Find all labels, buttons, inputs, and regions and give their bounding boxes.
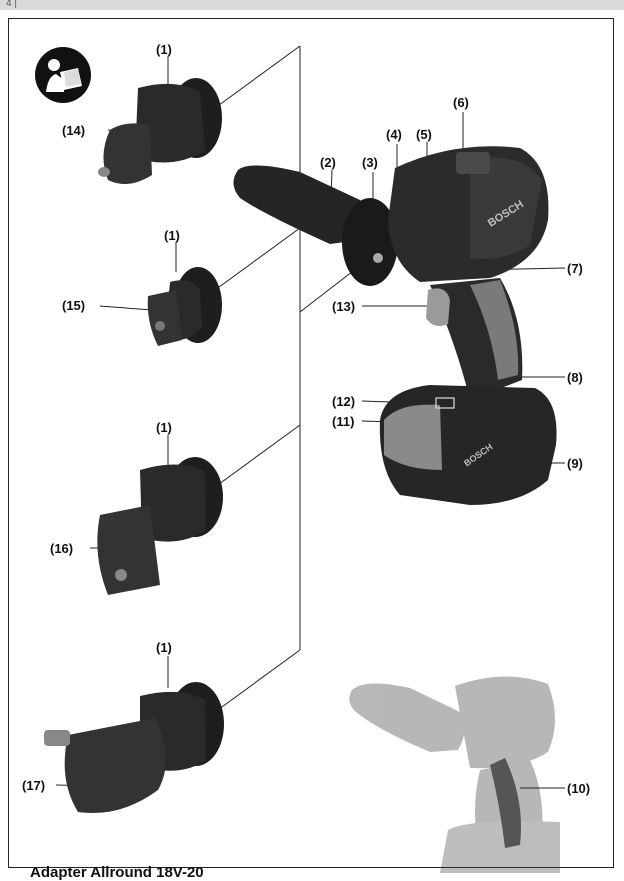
label-6: (6) [453,95,469,110]
illustration-frame [8,18,614,868]
label-5: (5) [416,127,432,142]
top-bar: 4 | [0,0,624,10]
holder-adapter-15 [147,267,222,346]
label-10: (10) [567,781,591,796]
drill-body [233,146,557,505]
label-9: (9) [567,456,583,471]
label-2: (2) [320,155,336,170]
label-7: (7) [567,261,583,276]
label-3: (3) [362,155,378,170]
label-13: (13) [332,299,356,314]
label-4: (4) [386,127,402,142]
label-1-holder: (1) [164,228,180,243]
label-11: (11) [332,414,355,429]
label-17: (17) [22,778,46,793]
drill-faded-10 [349,676,560,873]
label-1-offset: (1) [156,420,172,435]
label-15: (15) [62,298,86,313]
read-manual-icon [34,46,92,104]
grip-strip-10 [490,758,521,848]
label-14: (14) [62,123,86,138]
chuck-adapter-14 [98,78,222,184]
offset-adapter-16 [97,457,223,595]
label-12: (12) [332,394,356,409]
label-1-chuck: (1) [156,42,172,57]
page-marker: 4 | [6,0,17,9]
angle-adapter-17 [44,682,224,814]
label-8: (8) [567,370,583,385]
label-16: (16) [50,541,74,556]
label-1-angle: (1) [156,640,172,655]
